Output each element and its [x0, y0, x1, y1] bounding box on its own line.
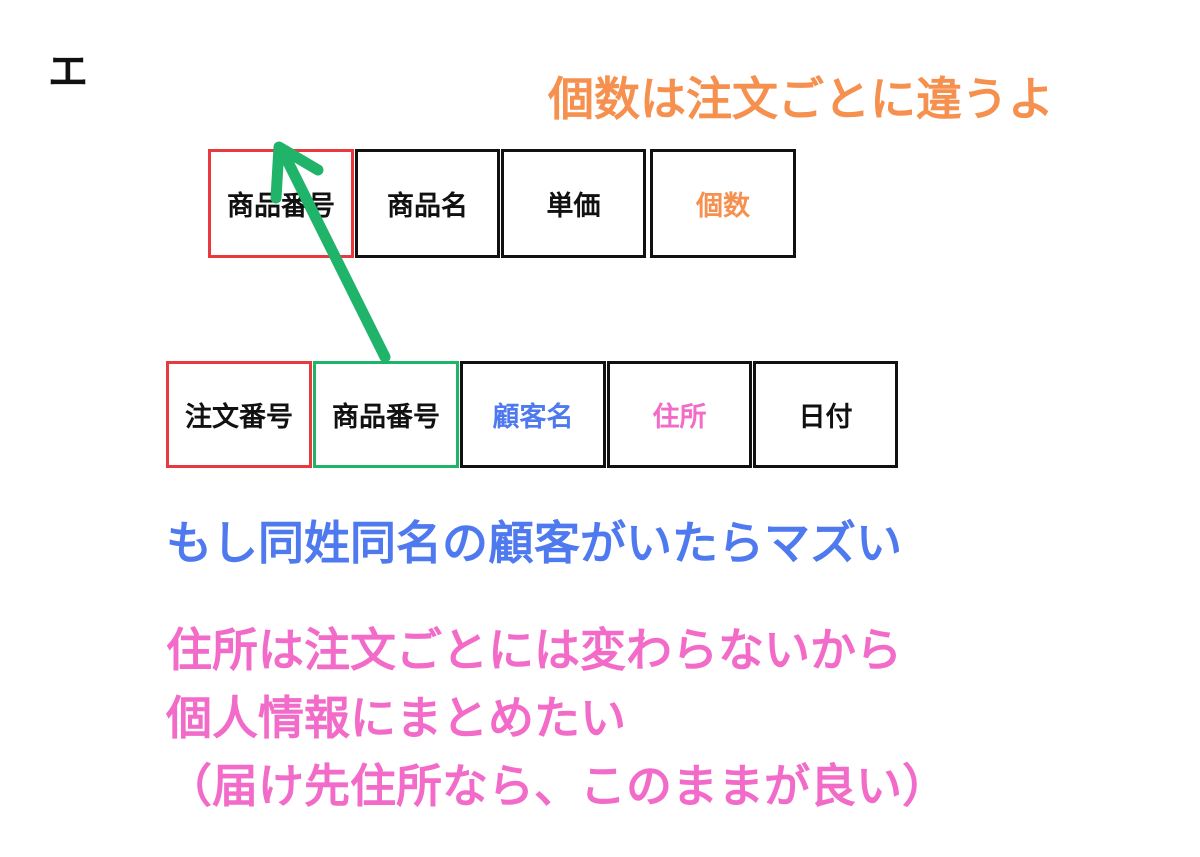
order-table-cell-product-number: 商品番号 — [313, 361, 459, 468]
order-table-cell-date: 日付 — [753, 361, 898, 468]
customer-name-note: もし同姓同名の顧客がいたらマズい — [166, 516, 902, 570]
product-table-cell-product-name: 商品名 — [355, 149, 500, 258]
product-table-cell-product-number: 商品番号 — [208, 149, 354, 258]
address-note-line-3: （届け先住所なら、このままが良い） — [166, 759, 948, 813]
order-table-cell-order-number: 注文番号 — [166, 361, 312, 468]
address-note-line-2: 個人情報にまとめたい — [166, 691, 626, 745]
product-table-cell-quantity: 個数 — [650, 149, 796, 258]
quantity-note: 個数は注文ごとに違うよ — [548, 72, 1054, 126]
order-table-cell-address: 住所 — [607, 361, 752, 468]
address-note: 住所は注文ごとには変わらないから 個人情報にまとめたい （届け先住所なら、このま… — [166, 616, 948, 820]
address-note-line-1: 住所は注文ごとには変わらないから — [166, 623, 902, 677]
figure-label: エ — [48, 49, 88, 95]
product-table-cell-unit-price: 単価 — [501, 149, 646, 258]
order-table-cell-customer-name: 顧客名 — [460, 361, 606, 468]
